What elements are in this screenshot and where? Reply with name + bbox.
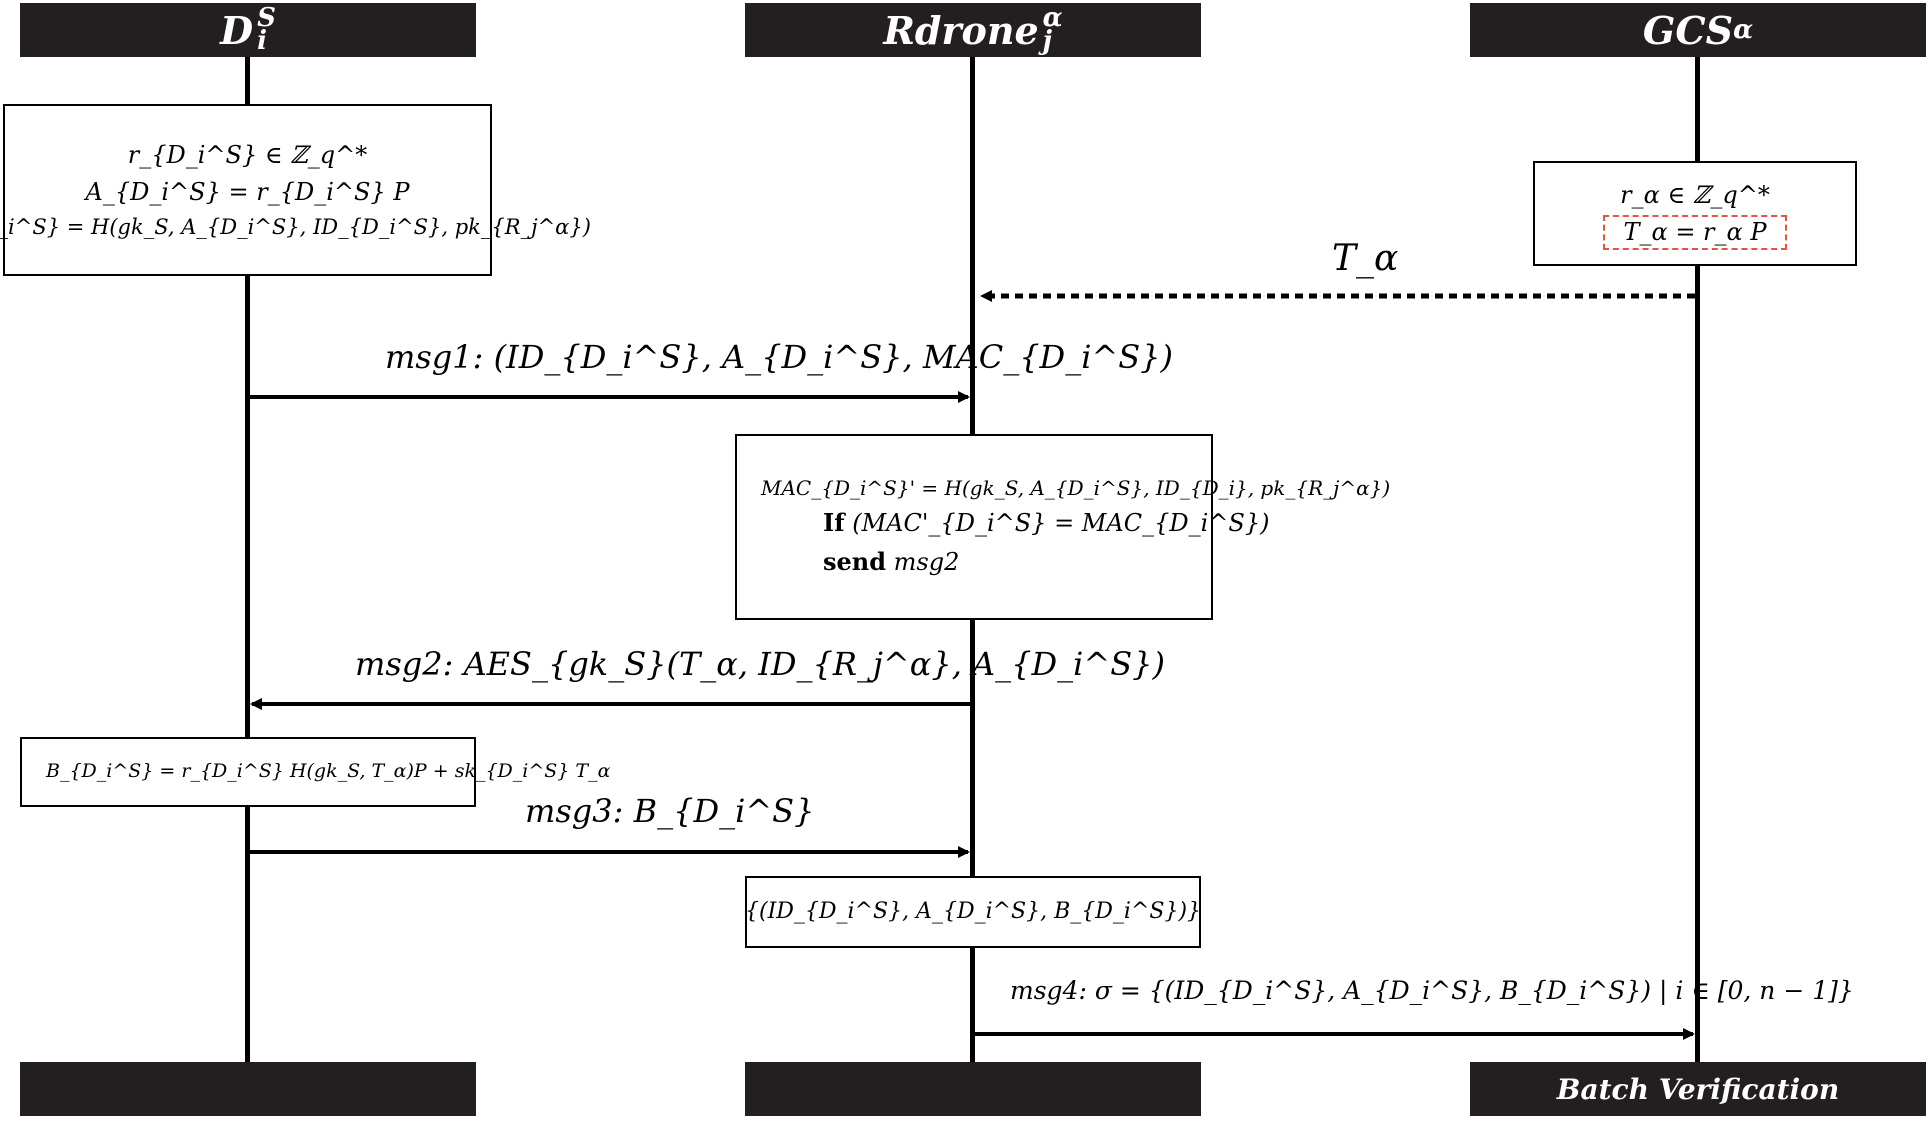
- header-drone: D S i: [20, 3, 476, 57]
- footer-rdrone: [745, 1062, 1201, 1116]
- gcs-init-box: r_α ∈ ℤ_q^* T_α = r_α P: [1533, 161, 1857, 266]
- rdrone-collect-line1: {(ID_{D_i^S}, A_{D_i^S}, B_{D_i^S})}: [744, 898, 1202, 924]
- send-target: msg2: [893, 547, 960, 576]
- msg4-label: msg4: σ = {(ID_{D_i^S}, A_{D_i^S}, B_{D_…: [1010, 976, 1854, 1005]
- send-keyword: send: [823, 546, 887, 576]
- header-rdrone-sub: j: [1042, 26, 1053, 56]
- drone-init-line1: r_{D_i^S} ∈ ℤ_q^*: [127, 140, 368, 169]
- drone-b-box: B_{D_i^S} = r_{D_i^S} H(gk_S, T_α)P + sk…: [20, 737, 610, 807]
- if-condition: (MAC'_{D_i^S} = MAC_{D_i^S}): [852, 509, 1270, 538]
- t-alpha-label: T_α: [1332, 238, 1399, 279]
- if-keyword: If: [823, 508, 845, 538]
- lifeline-drone: [245, 57, 250, 1062]
- header-drone-base: D: [220, 7, 254, 53]
- batch-verification-label: Batch Verification: [1556, 1072, 1840, 1106]
- msg3-label: msg3: B_{D_i^S}: [525, 792, 815, 830]
- header-gcs-base: GCS: [1642, 7, 1734, 53]
- lifeline-gcs: [1695, 57, 1700, 1062]
- rdrone-collect-box: {(ID_{D_i^S}, A_{D_i^S}, B_{D_i^S})}: [745, 876, 1201, 948]
- gcs-init-line2: T_α = r_α P: [1603, 214, 1787, 250]
- header-gcs-sub: α: [1733, 15, 1754, 45]
- drone-b-line1: B_{D_i^S} = r_{D_i^S} H(gk_S, T_α)P + sk…: [46, 760, 611, 783]
- msg2-label: msg2: AES_{gk_S}(T_α, ID_{R_j^α}, A_{D_i…: [355, 645, 1165, 683]
- header-rdrone-sup: α: [1042, 2, 1063, 33]
- rdrone-verify-line1: MAC_{D_i^S}' = H(gk_S, A_{D_i^S}, ID_{D_…: [761, 476, 1391, 501]
- drone-init-box: r_{D_i^S} ∈ ℤ_q^* A_{D_i^S} = r_{D_i^S} …: [0, 104, 591, 276]
- header-drone-sub: i: [257, 26, 267, 56]
- header-rdrone-base: Rdrone: [883, 7, 1039, 53]
- msg1-label: msg1: (ID_{D_i^S}, A_{D_i^S}, MAC_{D_i^S…: [385, 338, 1174, 376]
- drone-init-line2: A_{D_i^S} = r_{D_i^S} P: [85, 177, 410, 206]
- footer-gcs: Batch Verification: [1470, 1062, 1926, 1116]
- drone-init-line3: MAC_{D_i^S} = H(gk_S, A_{D_i^S}, ID_{D_i…: [0, 214, 591, 239]
- footer-drone: [20, 1062, 476, 1116]
- header-rdrone: Rdrone α j: [745, 3, 1201, 57]
- gcs-init-line1: r_α ∈ ℤ_q^*: [1620, 181, 1770, 210]
- header-drone-sup: S: [257, 2, 276, 33]
- rdrone-verify-box: MAC_{D_i^S}' = H(gk_S, A_{D_i^S}, ID_{D_…: [735, 434, 1390, 620]
